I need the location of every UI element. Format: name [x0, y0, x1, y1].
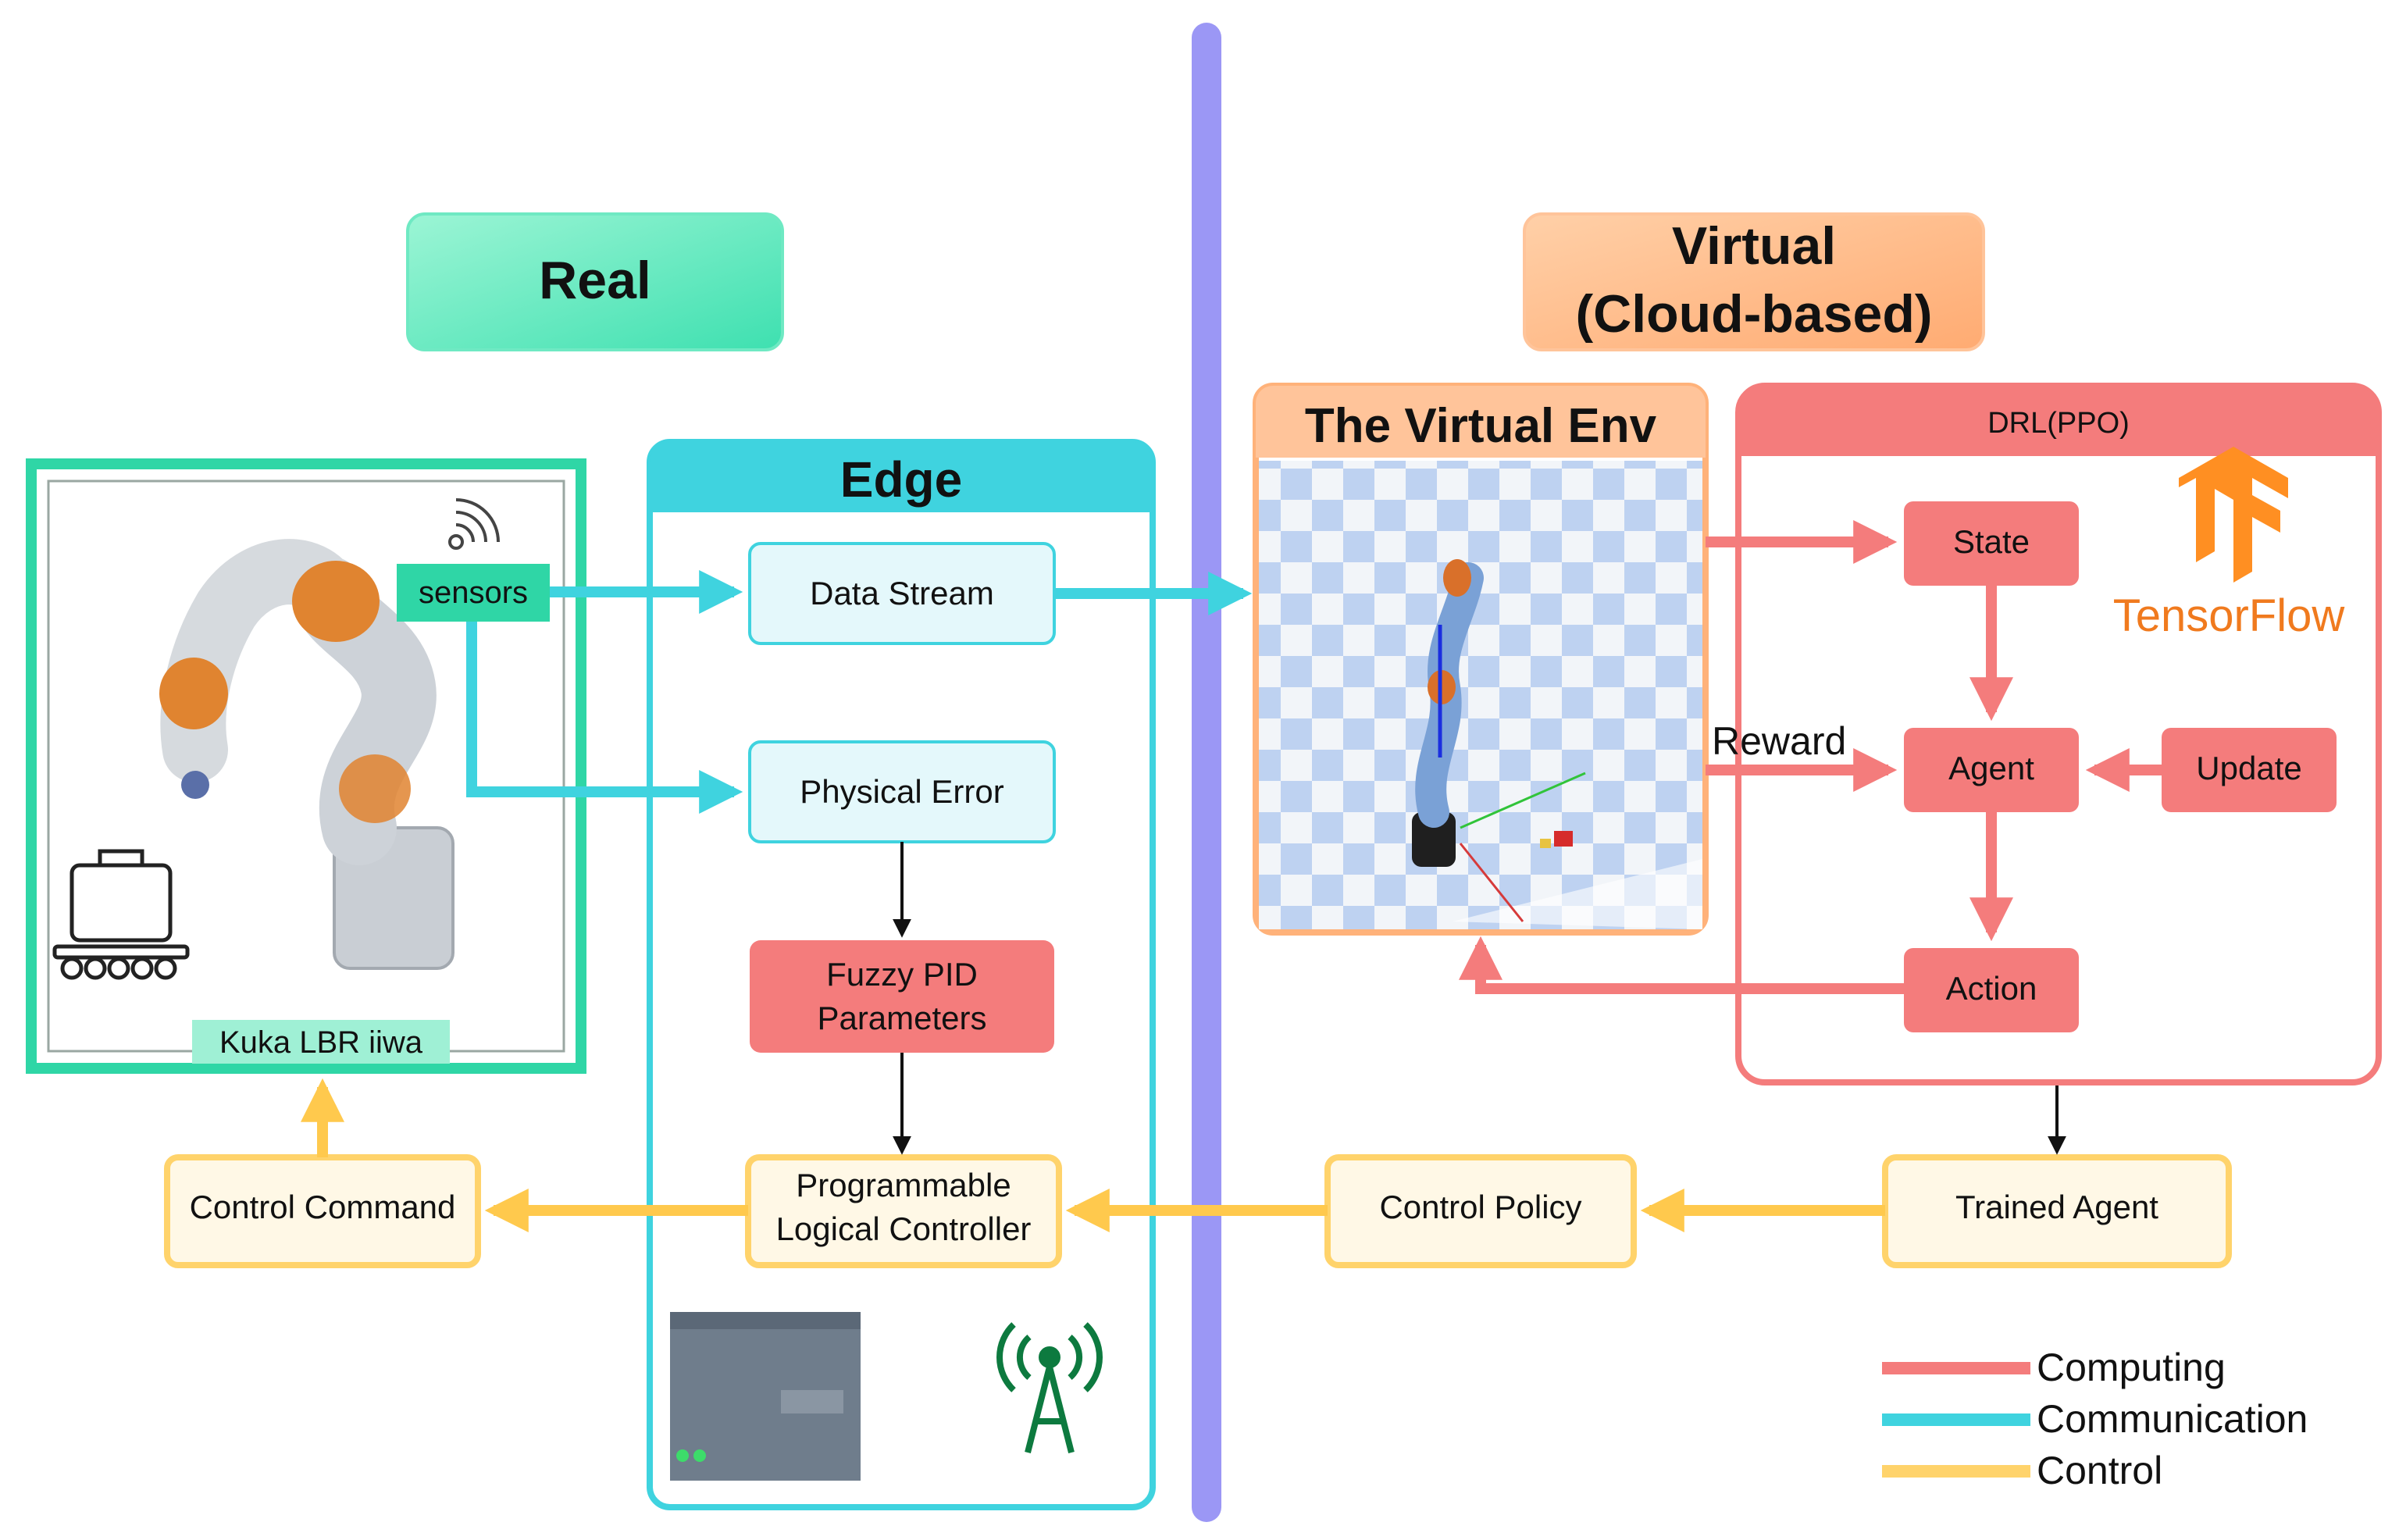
tensorflow-logo: TensorFlow — [2113, 447, 2346, 641]
state-label: State — [1953, 523, 2030, 560]
tensorflow-logo-text: TensorFlow — [2113, 590, 2346, 641]
robot-name-tag — [192, 1020, 450, 1064]
agent-node: Agent — [1904, 728, 2079, 812]
simulation-render-image — [1259, 461, 1702, 929]
robot-name: Kuka LBR iiwa — [219, 1025, 423, 1060]
fuzzy-pid-node: Fuzzy PID Parameters — [750, 940, 1054, 1053]
reward-label: Reward — [1712, 719, 1846, 763]
plc-line1: Programmable — [796, 1167, 1011, 1203]
edge-sensors-to-physical-error — [466, 622, 743, 814]
virtual-label: Virtual (Cloud-based) — [1523, 212, 1985, 351]
wireless-signal-icon — [448, 498, 500, 550]
action-node: Action — [1904, 948, 2079, 1032]
legend-label: Communication — [2037, 1397, 2308, 1441]
plc-node: Programmable Logical Controller — [745, 1154, 1062, 1268]
plc-line2: Logical Controller — [776, 1210, 1032, 1247]
fuzzy-pid-line2: Parameters — [817, 1000, 986, 1036]
virtual-label-line1: Virtual — [1672, 216, 1836, 276]
fuzzy-pid-line1: Fuzzy PID — [826, 956, 978, 993]
agent-label: Agent — [1948, 750, 2034, 786]
robot-panel: sensors Kuka LBR iiwa — [26, 458, 586, 1074]
antenna-icon — [996, 1322, 1103, 1453]
edge-action-to-env — [1459, 936, 1904, 994]
control-policy-node: Control Policy — [1324, 1154, 1637, 1268]
physical-error-label: Physical Error — [800, 773, 1003, 810]
legend-label: Computing — [2037, 1346, 2226, 1389]
control-policy-label: Control Policy — [1379, 1189, 1581, 1225]
physical-error-node: Physical Error — [748, 740, 1056, 843]
kuka-robot-image — [159, 539, 454, 970]
virtual-env-panel: The Virtual Env — [1253, 383, 1709, 936]
sensors-label: sensors — [419, 576, 528, 610]
data-stream-label: Data Stream — [810, 575, 994, 611]
virtual-label-line2: (Cloud-based) — [1575, 284, 1932, 344]
plc-hardware-image — [670, 1312, 861, 1481]
real-label: Real — [406, 212, 784, 351]
action-label: Action — [1946, 970, 2037, 1007]
data-stream-node: Data Stream — [748, 542, 1056, 645]
virtual-env-title: The Virtual Env — [1305, 399, 1657, 453]
control-command-node: Control Command — [164, 1154, 481, 1268]
control-command-label: Control Command — [190, 1189, 456, 1225]
real-label-text: Real — [539, 251, 651, 310]
update-label: Update — [2196, 750, 2301, 786]
trained-agent-node: Trained Agent — [1882, 1154, 2232, 1268]
sensors-tag — [397, 564, 550, 622]
trained-agent-label: Trained Agent — [1955, 1189, 2158, 1225]
drl-title: DRL(PPO) — [1987, 407, 2130, 440]
legend-label: Control — [2037, 1449, 2162, 1492]
update-node: Update — [2162, 728, 2337, 812]
state-node: State — [1904, 501, 2079, 586]
luggage-conveyor-icon — [52, 849, 190, 980]
edge-title: Edge — [840, 451, 962, 508]
